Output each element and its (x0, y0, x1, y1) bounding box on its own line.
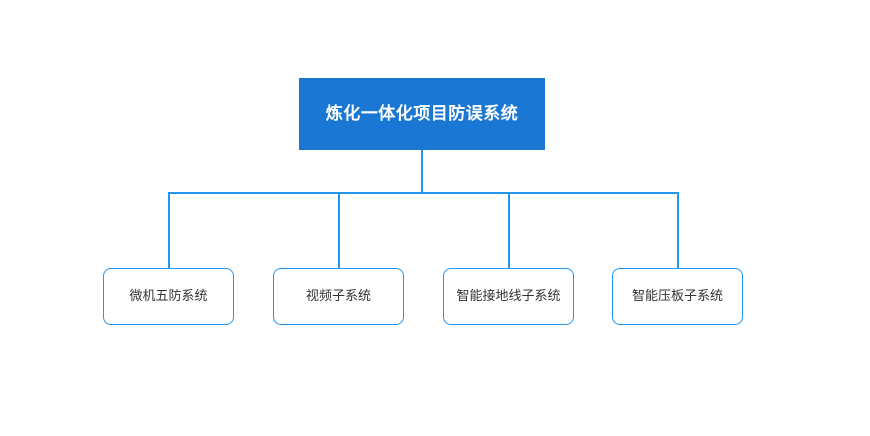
child-node-4[interactable]: 智能压板子系统 (612, 268, 743, 325)
connector-drop-child-2 (338, 192, 340, 269)
connector-drop-child-1 (168, 192, 170, 269)
child-node-3[interactable]: 智能接地线子系统 (443, 268, 574, 325)
child-node-4-label: 智能压板子系统 (631, 288, 723, 304)
connector-drop-child-3 (508, 192, 510, 269)
root-node-label: 炼化一体化项目防误系统 (325, 103, 519, 124)
connector-root-stem (421, 150, 423, 194)
child-node-1[interactable]: 微机五防系统 (103, 268, 234, 325)
child-node-2-label: 视频子系统 (305, 288, 371, 304)
child-node-2[interactable]: 视频子系统 (273, 268, 404, 325)
connector-drop-child-4 (677, 192, 679, 269)
child-node-1-label: 微机五防系统 (129, 288, 208, 304)
root-node[interactable]: 炼化一体化项目防误系统 (299, 78, 545, 150)
child-node-3-label: 智能接地线子系统 (456, 288, 561, 304)
connector-horizontal-bus (168, 192, 679, 194)
